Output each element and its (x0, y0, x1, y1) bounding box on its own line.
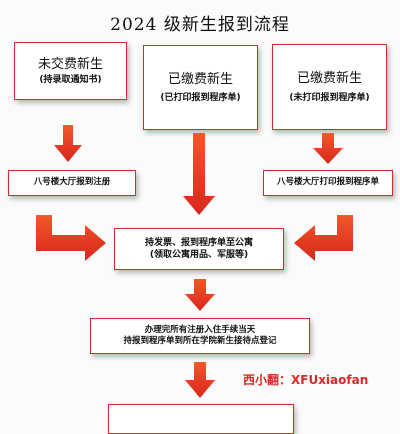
arrow-down-dorm (185, 279, 215, 311)
box-paid-printed-line1: 已缴费新生 (167, 71, 233, 87)
box-print-program-hall: 八号楼大厅打印报到程序单 (263, 170, 393, 196)
arrow-down-left (54, 125, 82, 162)
watermark: 西小翻：XFUxiaofan (243, 373, 369, 387)
box-register-hall: 八号楼大厅报到注册 (8, 170, 136, 196)
box-unpaid-line2: (持录取通知书) (39, 74, 102, 85)
arrow-down-right (313, 133, 343, 164)
page-title: 2024 级新生报到流程 (110, 15, 290, 35)
box-unpaid-students: 未交费新生 (持录取通知书) (14, 42, 127, 100)
box-dorm-checkin: 持发票、报到程序单至公寓 (领取公寓用品、军服等) (114, 228, 284, 270)
arrow-down-bottom (185, 362, 215, 398)
box-paid-unprinted-line2: (未打印报到程序单) (289, 92, 370, 103)
box-paid-unprinted-line1: 已缴费新生 (296, 71, 362, 87)
box-next-step-partial (108, 404, 294, 434)
arrow-elbow-right (294, 215, 353, 261)
box-register-hall-label: 八号楼大厅报到注册 (33, 177, 111, 188)
box-paid-unprinted-students: 已缴费新生 (未打印报到程序单) (272, 44, 387, 130)
box-paid-printed-students: 已缴费新生 (已打印报到程序单) (143, 45, 258, 130)
box-dorm-line1: 持发票、报到程序单至公寓 (144, 237, 253, 248)
box-print-program-label: 八号楼大厅打印报到程序单 (276, 177, 379, 188)
box-dorm-line2: (领取公寓用品、军服等) (149, 250, 249, 260)
arrow-down-center (183, 133, 215, 215)
box-paid-printed-line2: (已打印报到程序单) (160, 93, 241, 104)
box-unpaid-line1: 未交费新生 (37, 57, 103, 73)
box-college-registration: 办理完所有注册入住手续当天 持报到程序单到所在学院新生接待点登记 (90, 318, 310, 354)
box-college-line2: 持报到程序单到所在学院新生接待点登记 (123, 336, 277, 346)
box-college-line1: 办理完所有注册入住手续当天 (144, 324, 256, 335)
arrow-elbow-left (36, 215, 106, 261)
